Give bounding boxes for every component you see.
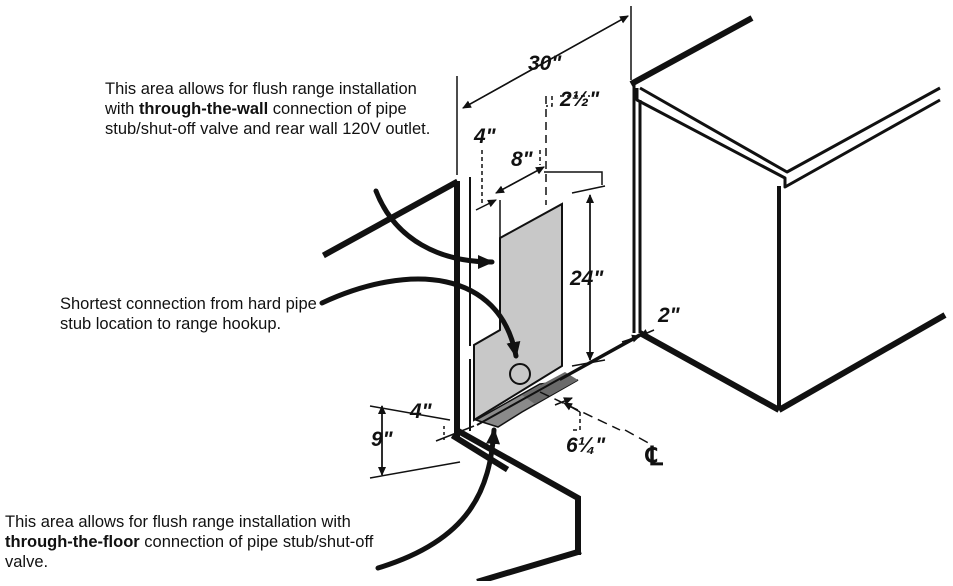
dim-8: 8" [511,148,534,171]
centerline-symbol: ℄ [645,441,664,471]
dimension-lines [369,15,655,479]
wall-note-post: connection of pipe stub/shut-off valve a… [105,100,431,138]
wall-connection-area [473,202,563,422]
floor-note-post: connection of pipe stub/shut-off valve. [5,533,374,571]
dim-6-quarter: 6¼" [566,434,606,457]
wall-callout-arrow [373,188,495,269]
dim-9: 9" [371,428,394,451]
wall-note-bold: through-the-wall [138,100,269,118]
dim-24: 24" [569,267,604,290]
floor-connection-note: This area allows for flush range install… [5,512,415,572]
shortest-callout-arrow [319,276,521,359]
dim-30: 30" [528,52,562,75]
dim-2-half: 2½" [559,88,600,111]
callout-arrows [319,188,521,571]
floor-note-bold: through-the-floor [5,533,140,551]
shortest-note-text: Shortest connection from hard pipe stub … [60,295,317,333]
cabinet [629,6,947,413]
dim-4-top: 4" [473,125,497,148]
pipe-stub-location [509,363,531,385]
floor-callout-arrow [375,427,501,571]
shortest-connection-note: Shortest connection from hard pipe stub … [60,294,340,334]
dim-4-bottom: 4" [409,400,433,423]
wall-note-pre: This area allows for flush range install… [105,80,417,118]
floor-note-pre: This area allows for flush range install… [5,513,351,531]
dim-2: 2" [657,304,681,327]
floor-lines [476,333,653,446]
wall-connection-note: This area allows for flush range install… [105,79,435,139]
shaded-areas [473,202,579,428]
